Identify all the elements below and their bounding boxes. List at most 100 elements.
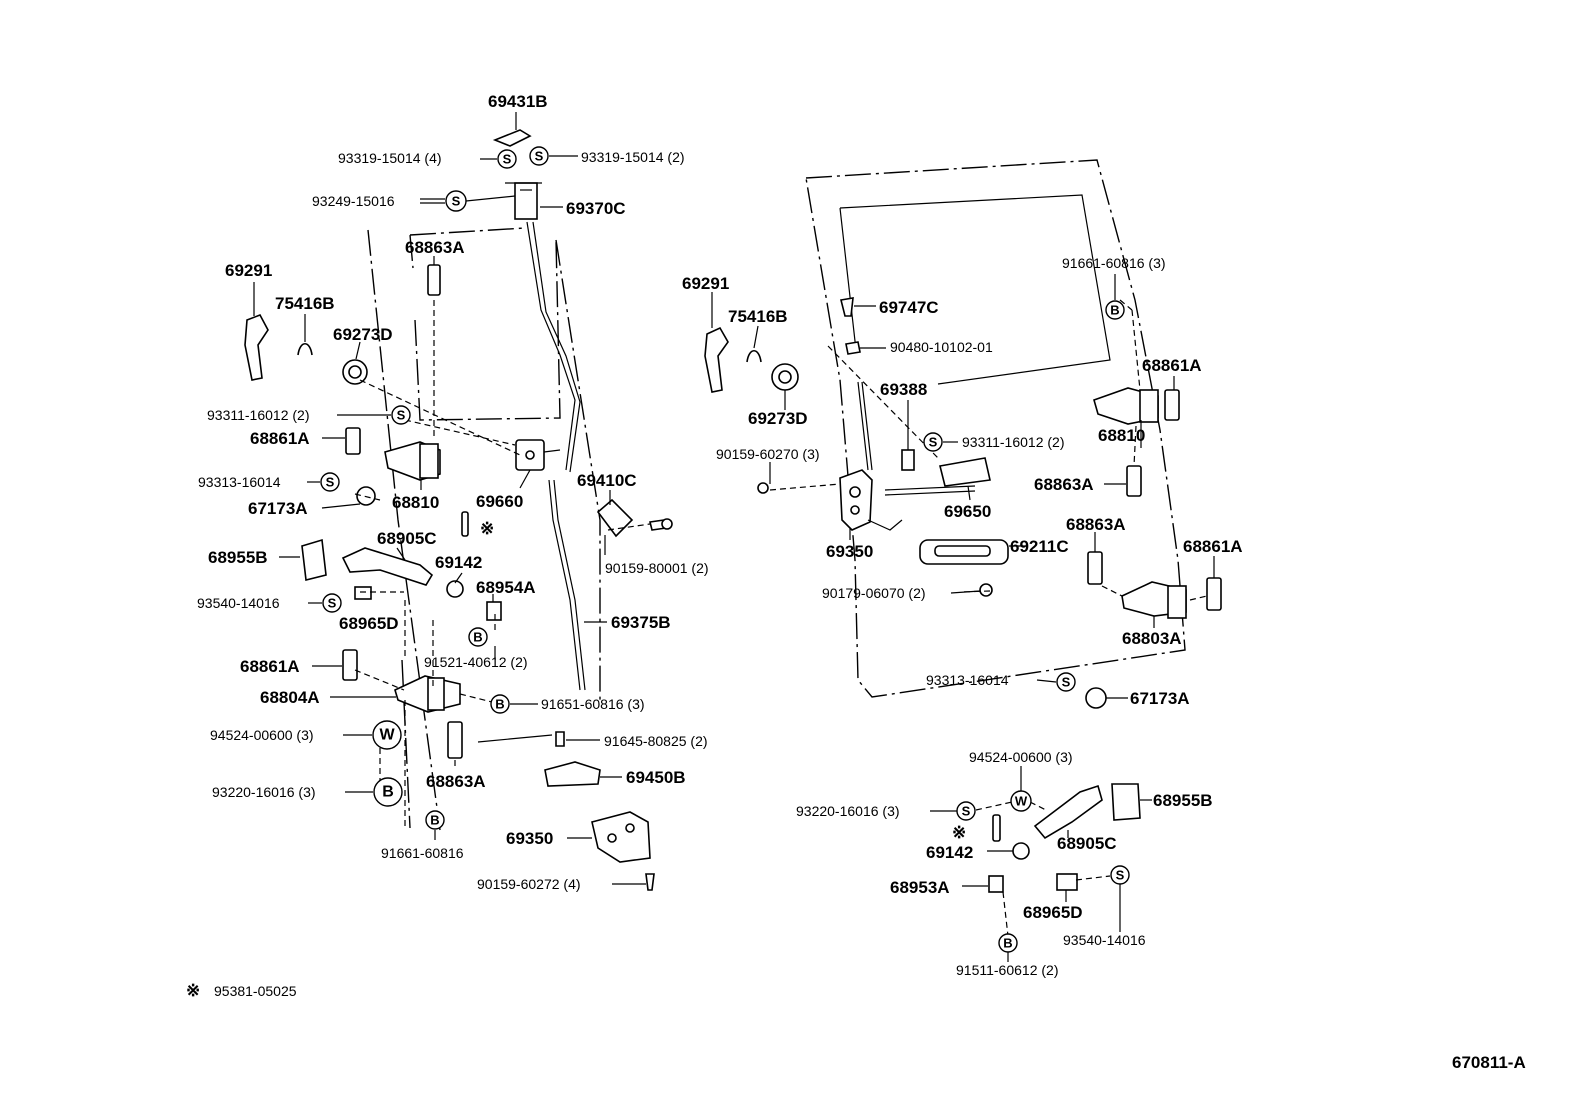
left-dashes (354, 300, 651, 830)
stopper-68965D-right (1056, 873, 1078, 891)
lever-69660 (515, 439, 561, 471)
svg-text:S: S (328, 596, 337, 611)
label-67173A-right: 67173A (1130, 689, 1190, 708)
label-91645-80825: 91645-80825 (2) (604, 733, 708, 749)
clip-90480 (845, 341, 861, 355)
svg-text:S: S (1116, 868, 1125, 883)
rod-69375B (548, 479, 586, 691)
sym-b-91661-right: B (1105, 300, 1125, 320)
label-69660: 69660 (476, 492, 523, 511)
label-69350-left: 69350 (506, 829, 553, 848)
hinge-68804A (394, 675, 461, 713)
pad-68861A-right-bottom (1206, 577, 1222, 611)
bolt-90179 (979, 583, 993, 597)
left-door-assembly (244, 129, 673, 891)
cap-69142-left (446, 580, 464, 598)
svg-text:S: S (962, 804, 971, 819)
sym-b-91661-left: B (425, 810, 445, 830)
bellcrank-69410C (596, 498, 634, 538)
label-69142-left: 69142 (435, 553, 482, 572)
label-69273D-right: 69273D (748, 409, 808, 428)
svg-text:B: B (473, 630, 482, 645)
sym-s-93319a: S (497, 149, 517, 169)
sym-b-91511: B (998, 933, 1018, 953)
latch-69350-right (839, 469, 873, 531)
stopper-67173A-left (356, 486, 376, 506)
svg-text:B: B (382, 784, 394, 801)
spring-75416B-right (746, 349, 762, 363)
svg-text:W: W (379, 727, 395, 744)
label-69350-right: 69350 (826, 542, 873, 561)
label-93220-16016-left: 93220-16016 (3) (212, 784, 316, 800)
label-69650: 69650 (944, 502, 991, 521)
svg-text:S: S (929, 435, 938, 450)
screw-69747C (840, 297, 854, 317)
handle-69211C (919, 539, 1009, 565)
clip-asterisk-left (461, 511, 469, 537)
cover-68955B-left (301, 538, 327, 581)
sym-s-93319b: S (529, 146, 549, 166)
label-93319-15014-4: 93319-15014 (4) (338, 150, 442, 166)
label-68863A-right-top: 68863A (1034, 475, 1094, 494)
label-90480-10102-01: 90480-10102-01 (890, 339, 993, 355)
label-68804A: 68804A (260, 688, 320, 707)
svg-text:S: S (503, 152, 512, 167)
label-69450B: 69450B (626, 768, 686, 787)
sym-s-93540-right: S (1110, 865, 1130, 885)
svg-text:B: B (1110, 303, 1119, 318)
sym-b-91521: B (468, 627, 488, 647)
label-69273D-left: 69273D (333, 325, 393, 344)
label-68953A: 68953A (890, 878, 950, 897)
svg-text:B: B (1003, 936, 1012, 951)
sym-s-93311-left: S (391, 405, 411, 425)
rod-upper (526, 221, 581, 473)
sym-s-93249: S (445, 190, 467, 212)
right-door-window (839, 194, 1111, 385)
label-90159-60272: 90159-60272 (4) (477, 876, 581, 892)
label-asterisk-right: ※ (952, 823, 966, 842)
label-93319-15014-2: 93319-15014 (2) (581, 149, 685, 165)
clip-69431B (492, 129, 532, 147)
svg-text:S: S (1062, 675, 1071, 690)
svg-text:B: B (495, 697, 504, 712)
label-68955B-right: 68955B (1153, 791, 1213, 810)
checker-68905C (341, 547, 434, 586)
label-68810-right: 68810 (1098, 426, 1145, 445)
bolt-90159-80001-head (661, 518, 673, 530)
lever-69388 (901, 449, 915, 471)
label-69375B: 69375B (611, 613, 671, 632)
hinge-68810-right (1093, 387, 1159, 425)
label-68863A-right-bottom: 68863A (1066, 515, 1126, 534)
label-68955B-left: 68955B (208, 548, 268, 567)
label-68861A-right-bottom: 68861A (1183, 537, 1243, 556)
label-67173A-left: 67173A (248, 499, 308, 518)
stopper-68965D-left (354, 586, 372, 600)
label-69211C: 69211C (1010, 537, 1069, 556)
pad-68863A-left-bottom (447, 721, 463, 759)
sym-s-93220-right: S (956, 801, 976, 821)
right-dashes (769, 299, 1208, 937)
label-91511-60612: 91511-60612 (2) (956, 962, 1058, 978)
sym-b-91651: B (490, 694, 510, 714)
svg-text:S: S (452, 194, 461, 209)
svg-text:W: W (1015, 794, 1028, 809)
stopper-67173A-right (1085, 687, 1107, 709)
label-68863A-left-bottom: 68863A (426, 772, 486, 791)
label-69142-right: 69142 (926, 843, 973, 862)
label-69747C: 69747C (879, 298, 939, 317)
latch-69350-left (591, 811, 651, 863)
label-69291-right: 69291 (682, 274, 729, 293)
note-symbol: ※ (186, 981, 200, 1000)
label-75416B-left: 75416B (275, 294, 335, 313)
label-93313-16014-right: 93313-16014 (926, 672, 1009, 688)
diagram-code: 670811-A (1452, 1053, 1526, 1072)
bracket-69370C (505, 182, 542, 220)
part-labels: 69431B 93319-15014 (4) 93319-15014 (2) 9… (186, 92, 1526, 1072)
pad-68863A-right-bottom (1087, 551, 1103, 585)
handle-69291-left (244, 313, 269, 381)
svg-text:S: S (535, 149, 544, 164)
label-68905C-right: 68905C (1057, 834, 1117, 853)
note-text: 95381-05025 (214, 983, 297, 999)
label-91651-60816: 91651-60816 (3) (541, 696, 645, 712)
